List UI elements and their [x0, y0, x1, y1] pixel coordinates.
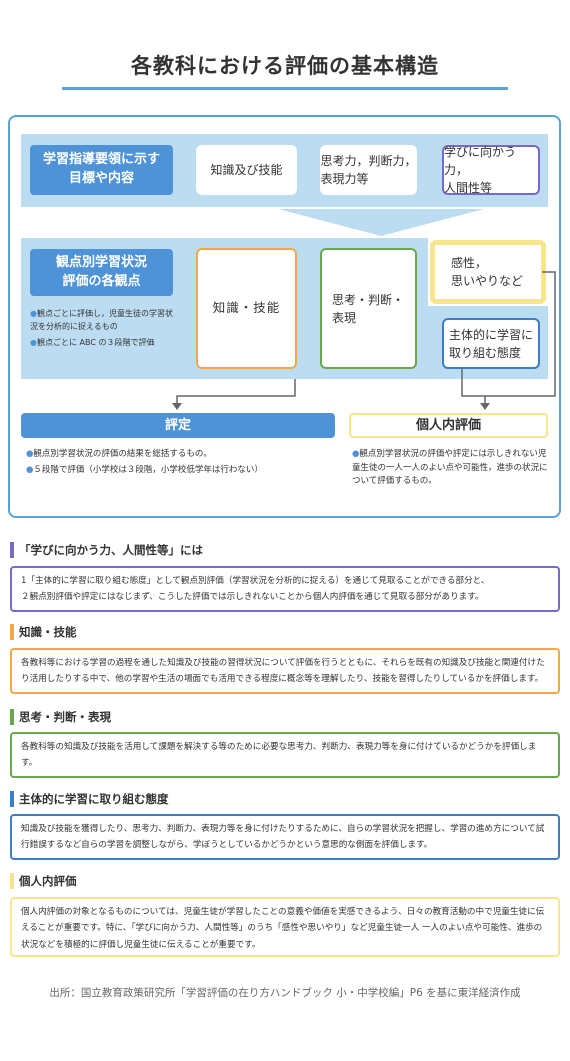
section-knowledge-title: 知識・技能 [10, 624, 77, 640]
title-underline [62, 87, 508, 90]
section-attitude-title: 主体的に学習に取り組む態度 [10, 791, 169, 807]
section-kojin-title: 個人内評価 [10, 873, 77, 889]
row1-box-learning: 学びに向かう力， 人間性等 [442, 145, 540, 195]
source-credit: 出所：国立教育政策研究所「学習評価の在り方ハンドブック 小・中学校編」P6 を基… [49, 987, 521, 999]
kojin-label: 個人内評価 [349, 413, 548, 438]
row1-box-thinking: 思考力，判断力， 表現力等 [320, 145, 417, 195]
row2-note-2-text: 観点ごとに ABC の３段階で評価 [36, 338, 155, 347]
section-knowledge-body: 各教科等における学習の過程を通した知識及び技能の習得状況について評価を行うととも… [10, 648, 560, 694]
section-attitude-body: 知識及び技能を獲得したり、思考力、判断力、表現力等を身に付けたりするために、自ら… [10, 814, 560, 860]
section-thinking-title: 思考・判断・表現 [10, 709, 111, 725]
row2-note-1-text: 観点ごとに評価し，児童生徒の学習状況を分析的に捉えるもの [30, 309, 173, 331]
hyoutei-note-2: ●５段階で評価（小学校は３段階，小学校低学年は行わない） [26, 465, 263, 475]
kojin-note: ●観点別学習状況の評価や評定には示しきれない児童生徒の一人一人のよい点や可能性，… [352, 449, 548, 487]
section-thinking-body: 各教科等の知識及び技能を活用して課題を解決する等のために必要な思考力、判断力、表… [10, 732, 560, 778]
funnel-arrow [278, 209, 484, 236]
kojin-note-text: 観点別学習状況の評価や評定には示しきれない児童生徒の一人一人のよい点や可能性，進… [352, 449, 548, 487]
hyoutei-note-1: ●観点別学習状況の評価の結果を総括するもの。 [26, 449, 212, 459]
row1-label: 学習指導要領に示す 目標や内容 [30, 145, 173, 195]
hyoutei-note-2-text: ５段階で評価（小学校は３段階，小学校低学年は行わない） [33, 465, 263, 475]
row2-box-thinking: 思考・判断・ 表現 [320, 248, 417, 369]
section-kojin-body: 個人内評価の対象となるものについては、児童生徒が学習したことの意義や価値を実感で… [10, 897, 560, 957]
page-title: 各教科における評価の基本構造 [131, 54, 439, 78]
row1-box-knowledge: 知識及び技能 [196, 145, 297, 195]
row2-note-1: ●観点ごとに評価し，児童生徒の学習状況を分析的に捉えるもの [30, 309, 173, 331]
row2-box-knowledge: 知識・技能 [196, 248, 297, 369]
row2-box-attitude: 主体的に学習に 取り組む態度 [442, 318, 540, 369]
row2-box-sensei: 感性， 思いやりなど [430, 240, 546, 304]
hyoutei-label: 評定 [21, 413, 335, 438]
row2-note-2: ●観点ごとに ABC の３段階で評価 [30, 338, 155, 347]
section-learning-title: 「学びに向かう力、人間性等」には [10, 542, 203, 558]
row2-label: 観点別学習状況 評価の各観点 [30, 249, 173, 296]
hyoutei-note-1-text: 観点別学習状況の評価の結果を総括するもの。 [33, 449, 212, 459]
section-learning-body: 1「主体的に学習に取り組む態度」として観点別評価（学習状況を分析的に捉える）を通… [10, 566, 560, 612]
